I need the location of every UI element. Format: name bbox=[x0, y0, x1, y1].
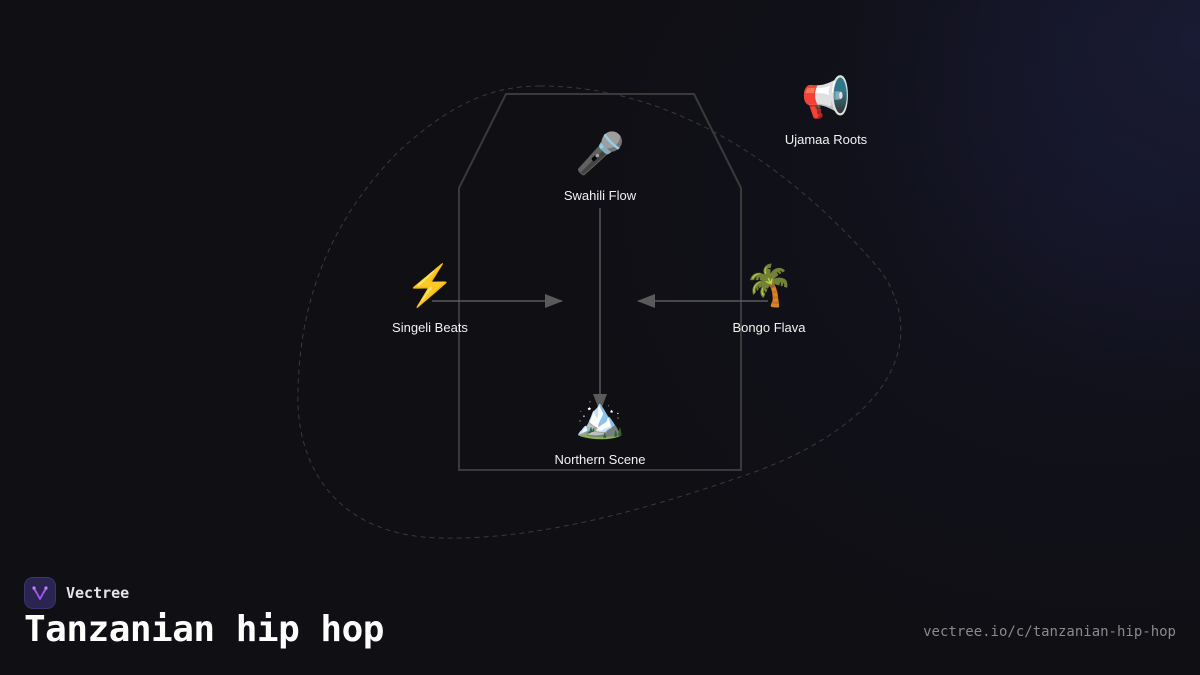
brand-name: Vectree bbox=[66, 584, 130, 602]
node-singeli-beats[interactable]: ⚡ Singeli Beats bbox=[350, 262, 510, 335]
vectree-logo-icon bbox=[24, 577, 56, 609]
mountain-icon: 🏔️ bbox=[575, 396, 625, 440]
group-outline bbox=[458, 93, 742, 471]
megaphone-icon: 📢 bbox=[801, 76, 851, 120]
node-label: Singeli Beats bbox=[392, 320, 468, 335]
node-label: Northern Scene bbox=[554, 452, 646, 467]
node-bongo-flava[interactable]: 🌴 Bongo Flava bbox=[689, 262, 849, 335]
cluster-outline-dashed bbox=[297, 85, 902, 539]
node-northern-scene[interactable]: 🏔️ Northern Scene bbox=[520, 394, 680, 467]
page-url[interactable]: vectree.io/c/tanzanian-hip-hop bbox=[923, 624, 1176, 640]
node-label: Bongo Flava bbox=[732, 320, 806, 335]
node-ujamaa-roots[interactable]: 📢 Ujamaa Roots bbox=[746, 74, 906, 147]
palm-tree-icon: 🌴 bbox=[744, 264, 794, 308]
node-label: Swahili Flow bbox=[563, 188, 637, 203]
node-swahili-flow[interactable]: 🎤 Swahili Flow bbox=[520, 130, 680, 203]
lightning-icon: ⚡ bbox=[405, 264, 455, 308]
microphone-icon: 🎤 bbox=[575, 132, 625, 176]
page-title: Tanzanian hip hop bbox=[24, 609, 384, 650]
brand: Vectree bbox=[24, 577, 129, 609]
node-label: Ujamaa Roots bbox=[784, 132, 868, 147]
